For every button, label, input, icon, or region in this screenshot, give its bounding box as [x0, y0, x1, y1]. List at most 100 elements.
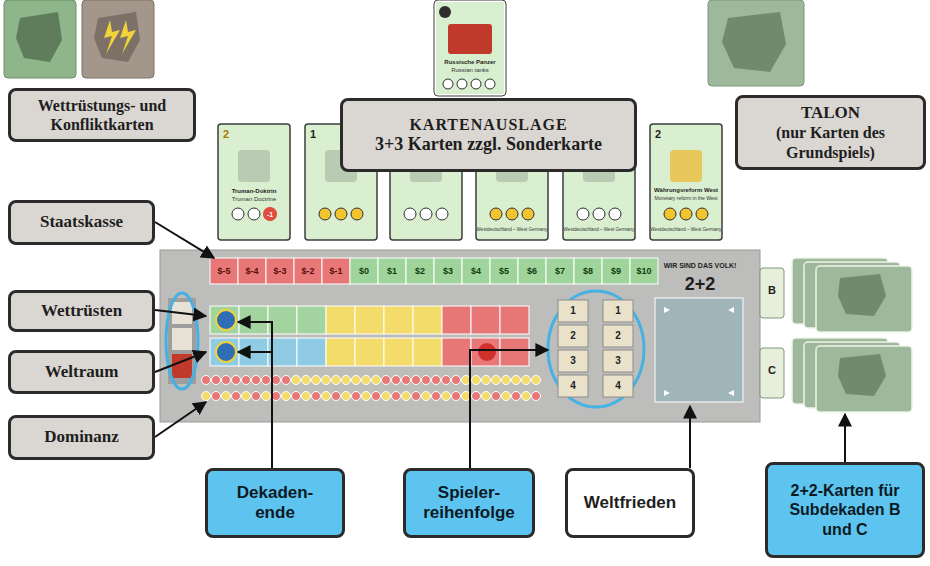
subdecade-tab: [760, 268, 784, 318]
card-symbol: [664, 208, 676, 220]
dominance-space: [312, 392, 321, 401]
treasury-cell: [210, 258, 238, 284]
space-cell: [500, 338, 529, 366]
treasury-value: $2: [415, 267, 425, 276]
dominance-space: [262, 392, 271, 401]
dominance-space: [252, 392, 261, 401]
treasury-value: $3: [443, 267, 453, 276]
space-cell: [471, 338, 500, 366]
dominance-space: [512, 376, 521, 385]
dominance-space: [452, 376, 461, 385]
dominance-space: [252, 376, 261, 385]
order-slot: [558, 350, 588, 372]
treasury-cell: [294, 258, 322, 284]
card-text: Währungsreform West: [654, 187, 718, 193]
dominance-space: [442, 376, 451, 385]
space-cell: [210, 338, 239, 366]
box-heading: Dekaden- ende: [216, 483, 334, 524]
box-heading: 2+2-Karten für Subdekaden B und C: [776, 481, 914, 539]
card-text: Russian tanks: [451, 67, 489, 73]
dominance-space: [412, 392, 421, 401]
dominance-space: [302, 392, 311, 401]
dominance-space: [492, 392, 501, 401]
box-heading: Wettrüsten: [41, 301, 122, 321]
card-display: [218, 124, 722, 240]
treasury-cell: [546, 258, 574, 284]
dominance-space: [302, 376, 311, 385]
game-board: [160, 250, 760, 422]
dominance-space: [502, 376, 511, 385]
dominance-space: [232, 376, 241, 385]
board-text: 2: [615, 331, 621, 341]
dominance-space: [332, 392, 341, 401]
dominance-space: [212, 376, 221, 385]
dominance-space: [292, 376, 301, 385]
space-cell: [326, 338, 355, 366]
dominance-space: [382, 376, 391, 385]
label-box: Dekaden- ende: [205, 468, 345, 538]
dominance-space: [412, 376, 421, 385]
treasury-value: $8: [583, 267, 593, 276]
card-symbol: [263, 207, 277, 221]
treasury-cell: [378, 258, 406, 284]
treasury-value: $5: [499, 267, 509, 276]
card-symbol: [593, 208, 605, 220]
dominance-space: [372, 392, 381, 401]
dominance-space: [242, 376, 251, 385]
dominance-space: [422, 392, 431, 401]
card-picture: [238, 150, 270, 182]
conflict-card-deck: [4, 0, 154, 78]
dominance-space: [502, 392, 511, 401]
treasury-value: $-3: [273, 267, 286, 276]
dominance-space: [212, 392, 221, 401]
subdecade-card: [816, 266, 912, 332]
dominance-space: [522, 392, 531, 401]
decade-end-marker: [216, 342, 236, 362]
callout-box: TALON(nur Karten des Grundspiels): [735, 95, 926, 170]
box-heading: Dominanz: [44, 427, 119, 447]
space-cell: [384, 338, 413, 366]
treasury-cell: [406, 258, 434, 284]
dominance-space: [222, 392, 231, 401]
card-symbol: [232, 208, 244, 220]
dominance-space: [512, 392, 521, 401]
dominance-space: [342, 376, 351, 385]
card-symbol: [680, 208, 692, 220]
card-picture: [670, 150, 702, 182]
callout-box: Dominanz: [8, 415, 155, 460]
subdecade-tab: [760, 348, 784, 398]
dominance-space: [352, 376, 361, 385]
board-text: 1: [570, 306, 576, 316]
dominance-space: [282, 376, 291, 385]
treasury-value: $7: [555, 267, 565, 276]
arms-race-cell: [413, 306, 442, 334]
card: [218, 124, 290, 240]
leader-lines: [155, 222, 845, 468]
space-cell: [355, 338, 384, 366]
card-text: Westdeutschland – West Germany: [564, 228, 635, 233]
order-slot: [558, 375, 588, 397]
order-slot: [603, 300, 633, 322]
treasury-cell: [490, 258, 518, 284]
callout-box: KARTENAUSLAGE3+3 Karten zzgl. Sonderkart…: [340, 98, 637, 172]
box-body: 3+3 Karten zzgl. Sonderkarte: [375, 134, 602, 156]
space-marker: [478, 343, 496, 361]
arms-race-cell: [326, 306, 355, 334]
label-box: Spieler- reihenfolge: [403, 468, 535, 538]
card-symbol: [420, 208, 432, 220]
dominance-space: [262, 376, 271, 385]
dominance-space: [522, 376, 531, 385]
treasury-cell: [266, 258, 294, 284]
treasury-cell: [574, 258, 602, 284]
order-slot: [603, 375, 633, 397]
dominance-space: [362, 392, 371, 401]
treasury-cell: [322, 258, 350, 284]
treasury-cell: [238, 258, 266, 284]
dominance-space: [352, 392, 361, 401]
dominance-space: [202, 376, 211, 385]
order-slot: [558, 300, 588, 322]
treasury-value: $-4: [245, 267, 258, 276]
dominance-space: [452, 392, 461, 401]
treasury-value: $-2: [301, 267, 314, 276]
dominance-space: [472, 376, 481, 385]
